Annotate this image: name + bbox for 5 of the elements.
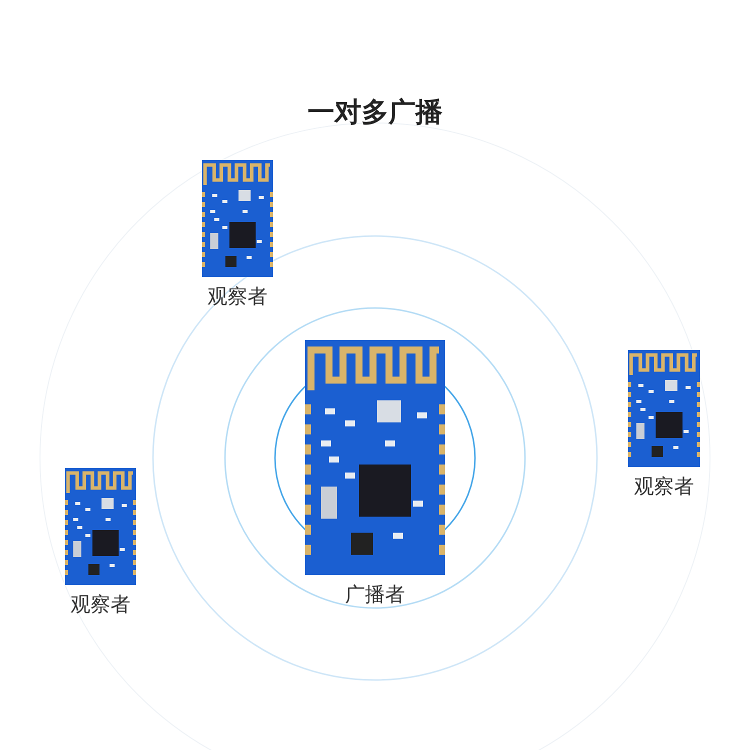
module-label: 广播者 [345, 581, 405, 608]
module-label: 观察者 [208, 283, 268, 310]
title: 一对多广播 [306, 96, 444, 130]
module-label: 观察者 [634, 473, 694, 500]
module-label: 观察者 [70, 591, 130, 618]
